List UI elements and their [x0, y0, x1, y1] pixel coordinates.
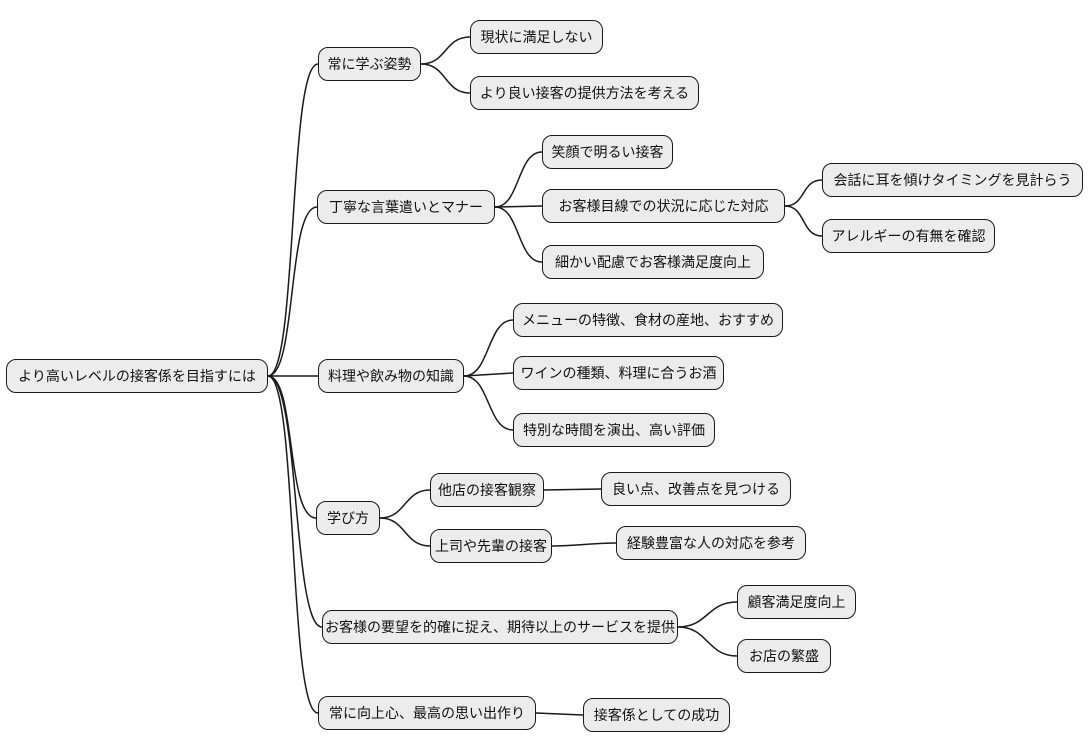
edge-knowledge-to-menu [463, 319, 514, 377]
node-success-as-server: 接客係としての成功 [583, 698, 730, 732]
edge-root-to-polite-manner [267, 206, 318, 377]
node-polite-manner: 丁寧な言葉遣いとマナー [317, 190, 495, 224]
node-not-satisfied: 現状に満足しない [470, 20, 603, 54]
edge-learning-to-better-service [420, 63, 471, 94]
node-food-drink-knowledge: 料理や飲み物の知識 [318, 359, 464, 393]
node-learning-attitude: 常に学ぶ姿勢 [318, 47, 421, 81]
edge-exceed-to-satisfaction [677, 601, 738, 628]
node-find-good-points: 良い点、改善点を見つける [601, 472, 791, 506]
edge-knowledge-to-special-time [463, 375, 514, 431]
node-customer-satisfaction: 顧客満足度向上 [737, 585, 856, 619]
edge-root-to-how-to-learn [267, 375, 317, 519]
node-seniors-service: 上司や先輩の接客 [430, 529, 552, 563]
node-smile-service: 笑顔で明るい接客 [542, 135, 673, 169]
edge-learning-to-not-satisfied [420, 36, 471, 65]
edge-root-to-aspiration [267, 375, 319, 714]
node-wine-types: ワインの種類、料理に合うお酒 [513, 356, 724, 390]
edge-customer-view-to-listen [784, 179, 823, 207]
edge-aspiration-to-success [535, 712, 584, 716]
edge-knowledge-to-wine [463, 372, 514, 377]
edge-manner-to-customer-view [494, 205, 543, 208]
node-how-to-learn: 学び方 [316, 501, 380, 535]
edge-manner-to-smile [494, 151, 543, 208]
node-better-service-ideas: より良い接客の提供方法を考える [470, 76, 699, 110]
node-exceed-expectations: お客様の要望を的確に捉え、期待以上のサービスを提供 [322, 610, 678, 644]
node-listen-timing: 会話に耳を傾けタイミングを見計らう [822, 163, 1083, 197]
edge-manner-to-attention [494, 206, 543, 263]
node-root-goal: より高いレベルの接客係を目指すには [6, 359, 268, 393]
edge-root-to-exceed-expectations [267, 375, 323, 628]
node-customer-perspective: お客様目線での状況に応じた対応 [542, 189, 785, 223]
edge-learnway-to-seniors [379, 517, 431, 547]
node-reference-experienced: 経験豊富な人の対応を参考 [616, 526, 806, 560]
node-shop-prosperity: お店の繁盛 [737, 639, 831, 673]
edge-seniors-to-reference [551, 542, 617, 547]
node-menu-features: メニューの特徴、食材の産地、おすすめ [513, 303, 783, 337]
node-observe-other-shops: 他店の接客観察 [430, 473, 544, 507]
edge-observe-to-findpoints [543, 488, 602, 491]
edge-customer-view-to-allergy [784, 205, 823, 237]
node-special-time: 特別な時間を演出、高い評価 [513, 413, 715, 447]
node-aspiration-memories: 常に向上心、最高の思い出作り [318, 696, 536, 730]
node-fine-attention: 細かい配慮でお客様満足度向上 [542, 245, 764, 279]
edge-exceed-to-prosperity [677, 626, 738, 657]
edge-learnway-to-observe [379, 489, 431, 519]
edge-root-to-learning-attitude [267, 63, 319, 377]
node-allergy-check: アレルギーの有無を確認 [822, 219, 995, 253]
